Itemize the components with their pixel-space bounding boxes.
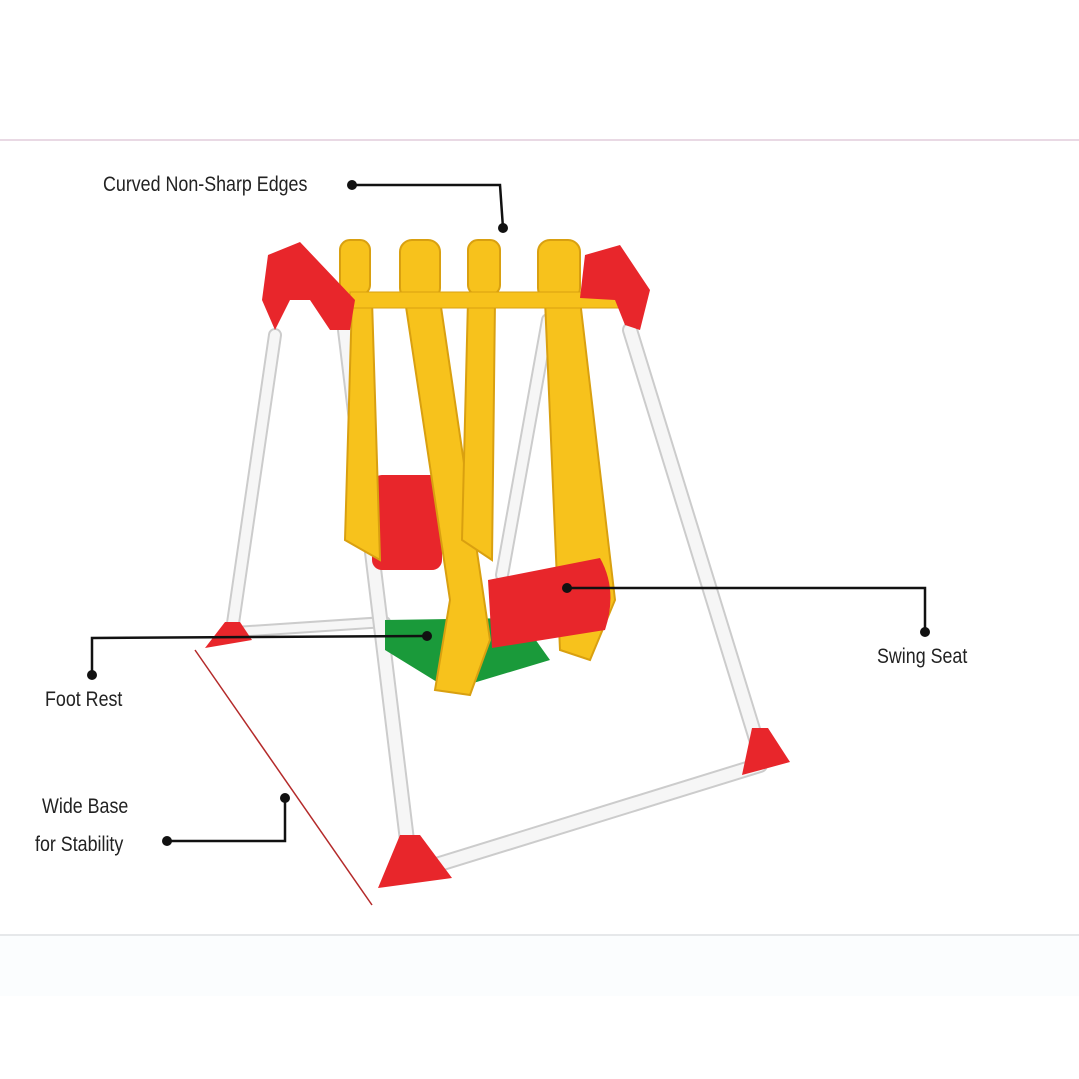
base-feet bbox=[205, 622, 790, 888]
seat-leader-line bbox=[567, 586, 927, 632]
left-end-cap bbox=[262, 242, 355, 330]
base-dot-end bbox=[280, 793, 290, 803]
footrest-dot-start bbox=[422, 631, 432, 641]
label-for-stability: for Stability bbox=[35, 833, 124, 856]
seat-dot-start bbox=[562, 583, 572, 593]
right-end-cap bbox=[580, 245, 650, 330]
label-curved-edges: Curved Non-Sharp Edges bbox=[103, 173, 308, 196]
footrest-leader-line bbox=[90, 634, 428, 675]
edges-leader-line bbox=[352, 183, 505, 229]
label-wide-base: Wide Base bbox=[42, 795, 129, 818]
back-swing-seat bbox=[372, 475, 442, 570]
edges-dot-start bbox=[347, 180, 357, 190]
seat-dot-end bbox=[920, 627, 930, 637]
label-swing-seat: Swing Seat bbox=[877, 645, 968, 668]
base-dot-start bbox=[162, 836, 172, 846]
top-divider bbox=[0, 139, 1079, 141]
label-foot-rest: Foot Rest bbox=[45, 688, 123, 711]
front-swing-seat bbox=[488, 558, 611, 648]
footrest-dot-end bbox=[87, 670, 97, 680]
base-width-line bbox=[194, 649, 373, 906]
bottom-panel bbox=[0, 934, 1079, 996]
edges-dot-end bbox=[498, 223, 508, 233]
base-leader-line bbox=[167, 798, 287, 843]
